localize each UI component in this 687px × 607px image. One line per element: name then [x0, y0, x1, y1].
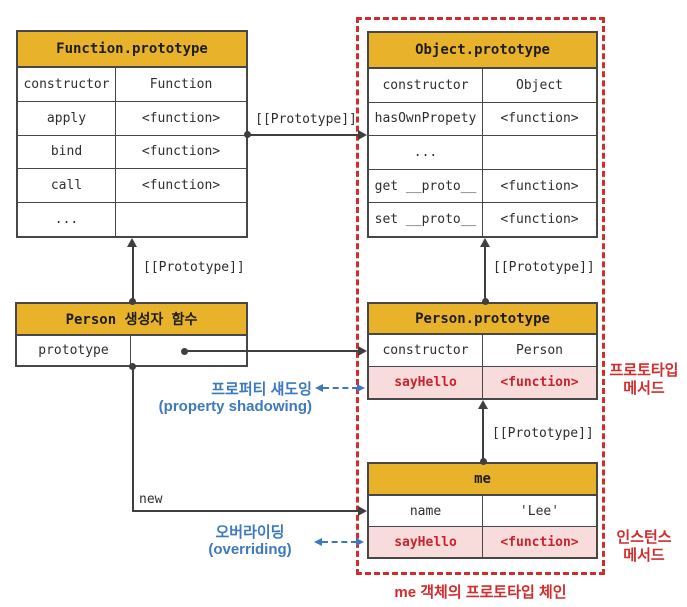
property-name: sayHello [369, 527, 483, 557]
property-name: name [369, 496, 483, 526]
property-name: constructor [369, 69, 483, 102]
property-value: <function> [500, 375, 579, 390]
property-value: <function> [500, 212, 579, 228]
new-keyword-label: new [139, 492, 163, 507]
table-row: get __proto__ <function> [369, 169, 596, 204]
property-name: call [18, 169, 116, 203]
overriding-ko: 오버라이딩 [215, 524, 285, 541]
property-value: <function> [141, 178, 221, 194]
table-object-prototype: Object.prototype constructor Object hasO… [367, 31, 598, 238]
connector-dot [181, 348, 188, 355]
property-value [116, 203, 246, 236]
arrow-right-icon [358, 346, 367, 356]
property-name: prototype [17, 336, 131, 365]
property-value: <function> [141, 144, 221, 160]
property-name: get __proto__ [369, 169, 483, 203]
overriding-note: 오버라이딩 (overriding) [185, 524, 315, 558]
property-value: <function> [500, 178, 579, 194]
prototype-link-label: [[Prototype]] [143, 260, 245, 275]
instance-method-line1: 인스턴스 [616, 529, 672, 546]
property-name: constructor [18, 68, 116, 101]
table-person-constructor: Person 생성자 함수 prototype [15, 302, 248, 367]
property-shadowing-en: (property shadowing) [158, 398, 312, 415]
table-row: bind <function> [18, 135, 246, 170]
connector-dot [481, 298, 489, 305]
property-shadowing-ko: 프로퍼티 섀도잉 [211, 381, 312, 398]
table-row: call <function> [18, 169, 246, 204]
arrow-up-icon [127, 238, 137, 247]
prototype-chain-dashed-box [356, 17, 605, 575]
arrow-right-icon [358, 506, 367, 516]
connector-dot [244, 131, 251, 138]
prototype-link-label: [[Prototype]] [492, 426, 594, 441]
table-object-prototype-title: Object.prototype [369, 33, 596, 69]
property-value: Function [149, 76, 213, 92]
instance-method-line2: 메서드 [623, 547, 665, 564]
property-value: <function> [500, 111, 579, 127]
table-function-prototype-title: Function.prototype [18, 32, 246, 68]
arrow-left-icon [315, 384, 323, 392]
prototype-link-line [131, 241, 134, 302]
table-row: ... [18, 203, 246, 236]
property-name: set __proto__ [369, 203, 483, 236]
table-row: constructor Person [369, 335, 596, 367]
table-function-prototype: Function.prototype constructor Function … [16, 30, 248, 238]
table-me: me name 'Lee' sayHello <function> [367, 462, 598, 559]
property-name: hasOwnPropety [369, 102, 483, 136]
property-name: apply [18, 101, 116, 135]
arrow-up-icon [478, 400, 488, 409]
property-name: ... [18, 203, 116, 236]
table-row: name 'Lee' [369, 496, 596, 527]
property-value: Person [516, 343, 563, 358]
table-person-prototype: Person.prototype constructor Person sayH… [367, 302, 598, 400]
table-row: set __proto__ <function> [369, 203, 596, 236]
new-line-vertical [131, 367, 134, 512]
property-shadowing-note: 프로퍼티 섀도잉 (property shadowing) [140, 381, 312, 415]
prototype-method-line1: 프로토타입 [609, 362, 679, 379]
prototype-link-label: [[Prototype]] [493, 260, 595, 275]
arrow-right-icon [357, 384, 365, 392]
connector-dot [129, 363, 136, 370]
property-name: bind [18, 135, 116, 169]
prototype-link-label: [[Prototype]] [255, 112, 357, 127]
table-row-highlighted: sayHello <function> [369, 527, 596, 557]
table-row-highlighted: sayHello <function> [369, 367, 596, 398]
table-person-prototype-title: Person.prototype [369, 304, 596, 335]
prototype-method-line2: 메서드 [623, 380, 665, 397]
property-value [483, 136, 596, 169]
table-row: hasOwnPropety <function> [369, 102, 596, 137]
prototype-link-line [482, 403, 484, 462]
instance-method-note: 인스턴스 메서드 [601, 529, 687, 565]
overriding-dashed-line [322, 541, 357, 543]
overriding-en: (overriding) [208, 541, 292, 558]
arrow-left-icon [314, 538, 322, 546]
table-row: apply <function> [18, 101, 246, 136]
arrow-right-icon [356, 538, 364, 546]
table-person-constructor-title: Person 생성자 함수 [17, 304, 246, 336]
table-row: constructor Function [18, 68, 246, 102]
table-row: constructor Object [369, 69, 596, 103]
chain-caption: me 객체의 프로토타입 체인 [394, 584, 567, 601]
shadowing-dashed-line [323, 387, 358, 389]
new-line-horizontal [131, 510, 359, 512]
prototype-link-line [484, 241, 486, 302]
connector-dot [129, 298, 136, 305]
prototype-method-note: 프로토타입 메서드 [601, 362, 687, 398]
property-name: ... [369, 136, 483, 169]
arrow-up-icon [480, 238, 490, 247]
property-value: <function> [141, 110, 221, 126]
table-row: ... [369, 136, 596, 170]
property-value: <function> [500, 534, 579, 550]
connector-dot [479, 458, 487, 465]
property-name: sayHello [369, 367, 483, 398]
property-name: constructor [369, 335, 483, 366]
prototype-link-line [248, 133, 359, 136]
arrow-right-icon [358, 129, 367, 140]
property-value: Object [516, 77, 563, 93]
table-row: prototype [17, 336, 246, 365]
prototype-property-line [185, 350, 359, 352]
table-me-title: me [369, 464, 596, 496]
property-value: 'Lee' [519, 503, 560, 519]
